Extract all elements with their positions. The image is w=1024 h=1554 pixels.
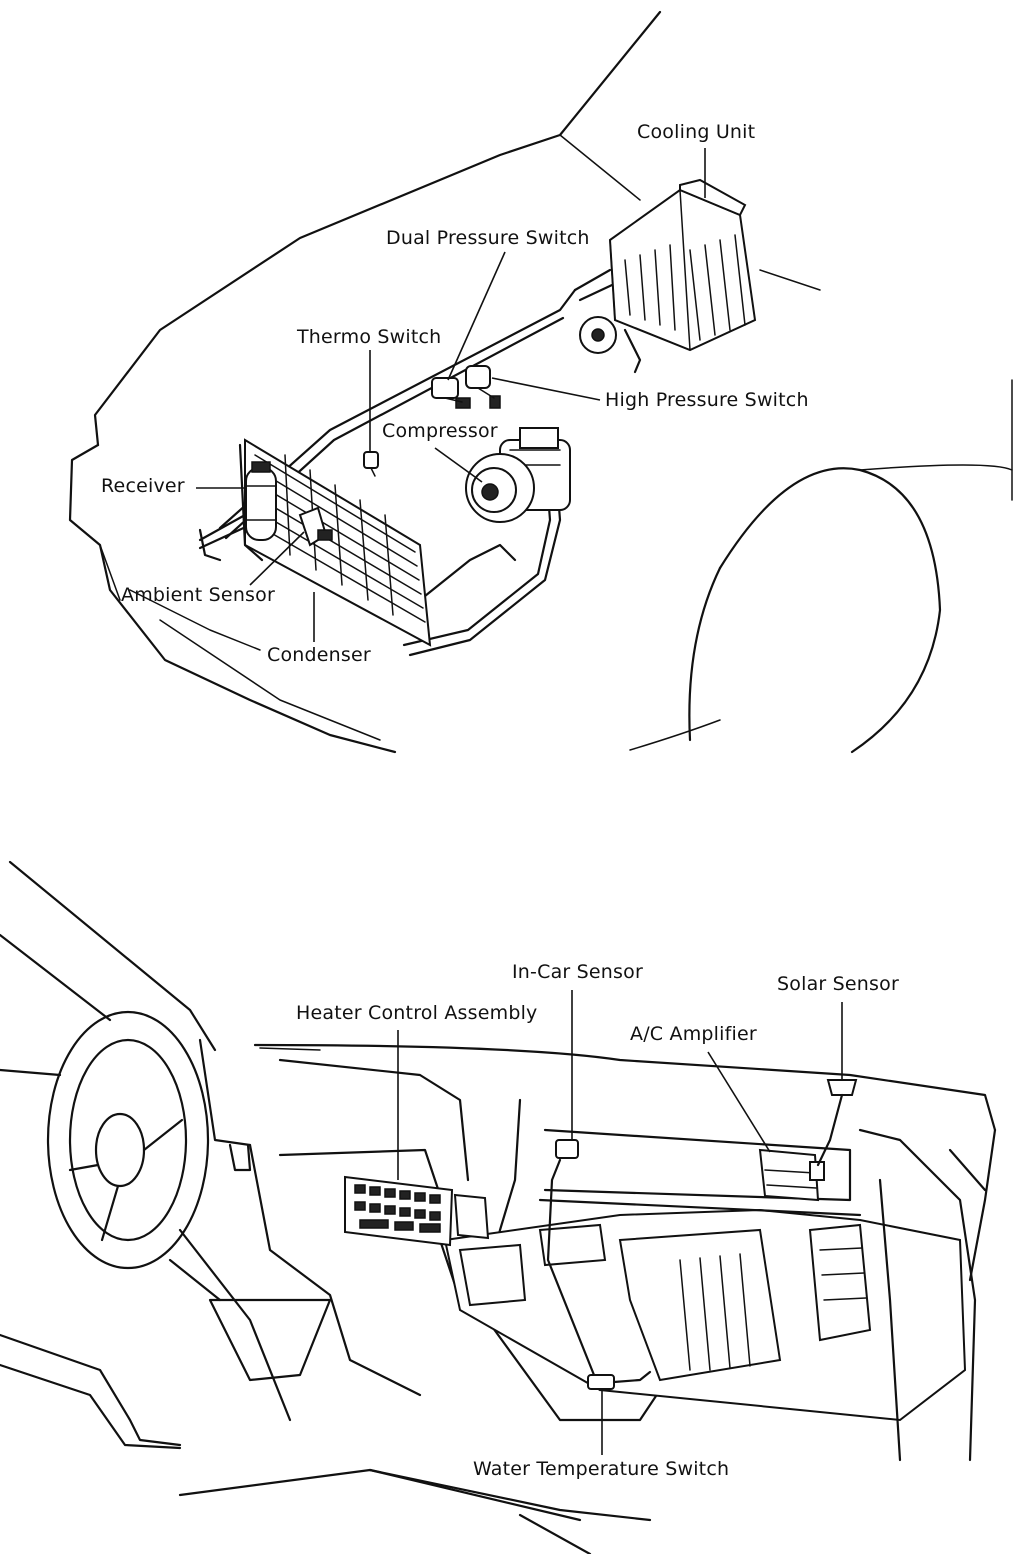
leader-compressor <box>434 447 483 483</box>
front-bumper-outline <box>68 443 397 754</box>
leader-high-pressure-switch <box>491 377 601 401</box>
leader-ambient-sensor <box>249 531 305 586</box>
fender-arch <box>718 467 942 754</box>
label-in-car-sensor: In-Car Sensor <box>512 961 643 983</box>
dash-top-line <box>253 1043 997 1132</box>
compressor-part <box>465 427 571 523</box>
label-heater-control-assembly: Heater Control Assembly <box>296 1002 538 1024</box>
label-dual-pressure-switch: Dual Pressure Switch <box>386 227 590 249</box>
steering-wheel <box>46 1010 292 1422</box>
label-ac-amplifier: A/C Amplifier <box>630 1023 757 1045</box>
dashboard-view <box>0 860 997 1554</box>
heater-unit-part <box>443 1208 967 1422</box>
leader-lines <box>196 148 843 1455</box>
label-receiver: Receiver <box>101 475 185 497</box>
receiver-part <box>245 461 277 541</box>
label-thermo-switch: Thermo Switch <box>297 326 442 348</box>
cooling-unit-part <box>573 178 757 374</box>
label-condenser: Condenser <box>267 644 371 666</box>
engine-bay-view <box>68 10 1013 754</box>
thermo-switch-part <box>363 451 379 477</box>
ambient-sensor-part <box>298 506 333 547</box>
label-compressor: Compressor <box>382 420 498 442</box>
label-high-pressure-switch: High Pressure Switch <box>605 389 809 411</box>
label-ambient-sensor: Ambient Sensor <box>121 584 275 606</box>
leader-ac-amplifier <box>707 1051 771 1153</box>
leader-dual-pressure-switch <box>447 251 506 381</box>
high-pressure-switch-part <box>465 365 501 409</box>
solar-sensor-part <box>816 1079 858 1167</box>
in-car-sensor-part <box>546 1139 602 1392</box>
ac-amplifier-part <box>758 1148 825 1202</box>
label-solar-sensor: Solar Sensor <box>777 973 899 995</box>
a-pillar-line <box>8 860 217 1052</box>
heater-control-assembly-part <box>344 1175 490 1247</box>
label-cooling-unit: Cooling Unit <box>637 121 756 143</box>
water-temperature-switch-part <box>587 1370 652 1390</box>
dual-pressure-switch-part <box>431 377 471 409</box>
label-water-temperature-switch: Water Temperature Switch <box>473 1458 730 1480</box>
